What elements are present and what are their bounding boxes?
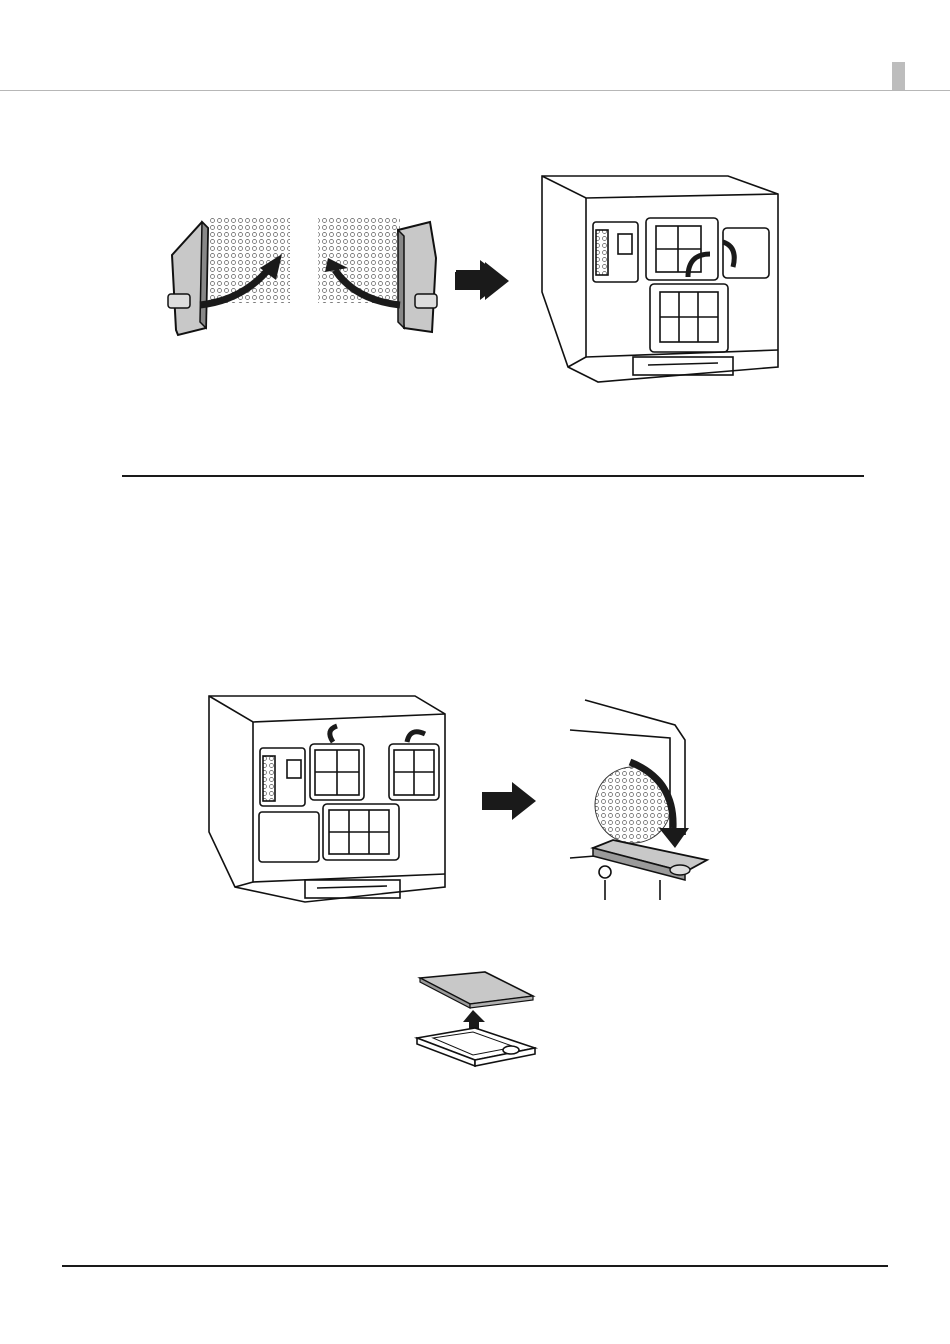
filter-panel-icon bbox=[168, 222, 208, 335]
printer-rear-icon bbox=[542, 176, 778, 382]
page-tab-marker bbox=[892, 62, 905, 90]
right-arrow-icon bbox=[482, 782, 537, 820]
footer-rule bbox=[62, 1265, 888, 1267]
figure-filter-cover-open bbox=[565, 700, 715, 900]
figure-filter-sponge-remove bbox=[415, 970, 540, 1070]
printer-rear-icon bbox=[209, 696, 445, 902]
filter-panel-icon bbox=[398, 222, 437, 332]
section-divider bbox=[122, 475, 864, 477]
figure-printer-rear-fans bbox=[538, 172, 783, 387]
header-rule bbox=[0, 90, 950, 91]
filter-sponge-icon bbox=[420, 972, 533, 1008]
filter-cover-icon bbox=[417, 1028, 535, 1066]
right-arrow-icon bbox=[455, 262, 510, 300]
figure-filters-reattach bbox=[160, 210, 460, 345]
figure-printer-rear-open bbox=[205, 692, 450, 907]
